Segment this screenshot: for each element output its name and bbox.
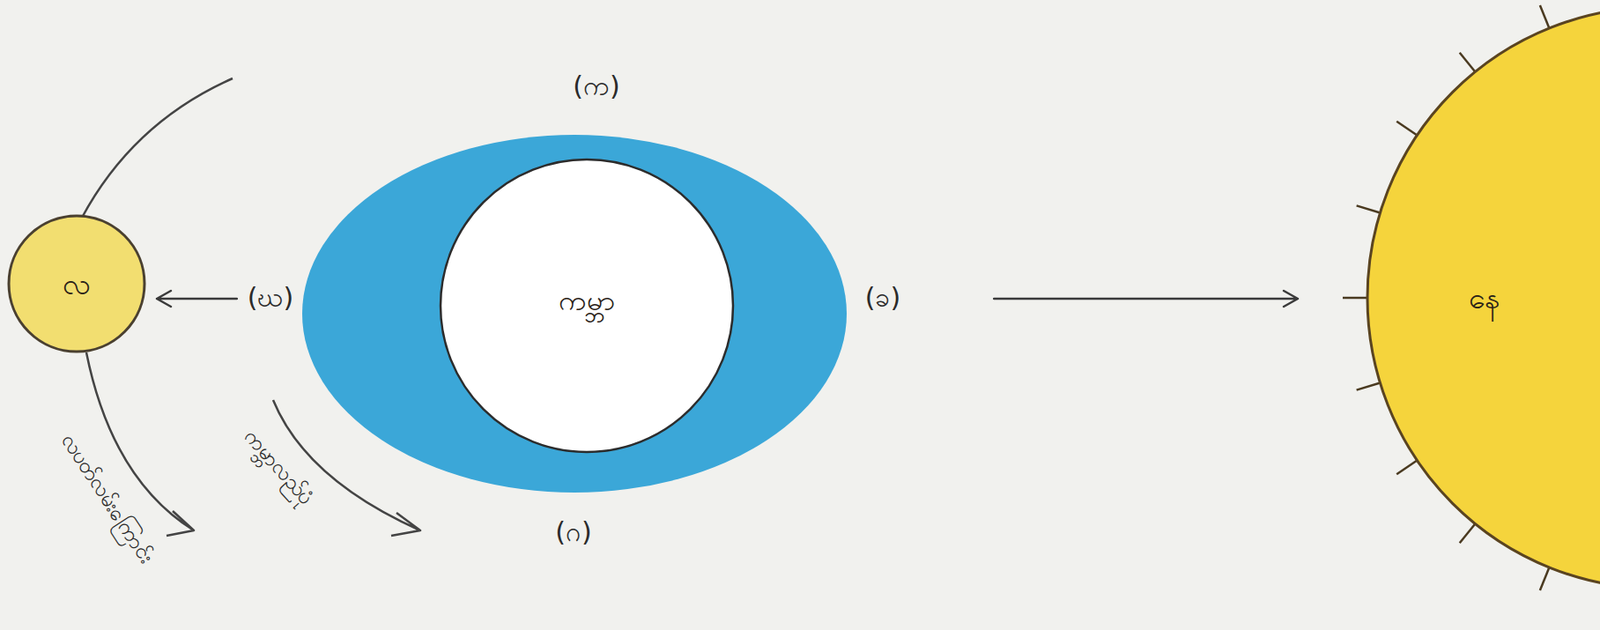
water-bulge	[302, 134, 847, 493]
moon-disc	[8, 215, 145, 352]
node-text: နေ	[1468, 280, 1501, 317]
moon-circle: လ	[7, 214, 147, 354]
sun-ray	[1396, 460, 1417, 475]
sun-shape	[1325, 0, 1600, 630]
sun-ray	[1356, 382, 1381, 390]
sun-ray	[1342, 296, 1368, 300]
point-label: (ခ)	[865, 281, 901, 314]
sun-ray	[1540, 567, 1549, 591]
sun-ray	[1396, 121, 1417, 136]
rotation-label: ကမ္ဘာလည်ပုံ	[238, 424, 319, 511]
arrow-connector	[993, 290, 1298, 307]
sun-ray	[1459, 523, 1476, 543]
node-text: ကမ္ဘာ	[558, 283, 615, 318]
moon-orbit-arc	[81, 78, 233, 218]
earth-with-tide-bulge: ကမ္ဘာ	[300, 133, 849, 495]
orbit-label: လပတ်လမ်းကြောင်း	[56, 429, 160, 569]
sun-ray	[1459, 52, 1476, 73]
arrow-connector	[156, 290, 238, 307]
earth-disc	[440, 159, 734, 452]
sun-ray	[1356, 205, 1381, 213]
point-label: (ဃ)	[247, 281, 294, 314]
point-label: (ဂ)	[555, 516, 592, 549]
sun-ray	[1540, 5, 1549, 29]
node-text: လ	[62, 266, 91, 303]
sun-disc	[1367, 7, 1600, 589]
sun-half-circle: နေ	[1325, 0, 1600, 630]
point-label: (က)	[572, 70, 620, 103]
